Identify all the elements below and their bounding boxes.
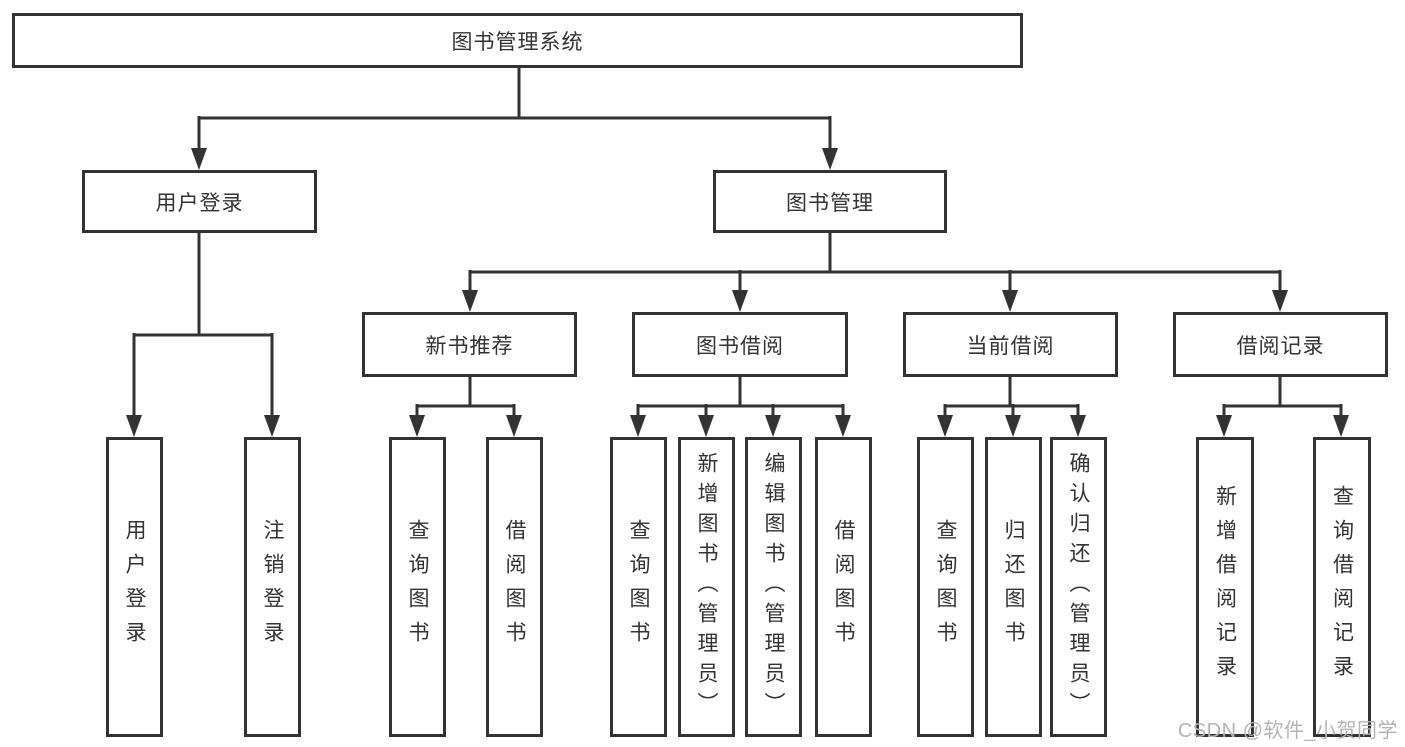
- leaf-query-books-borrowing: 查询图书: [610, 437, 667, 737]
- node-label: 借阅图书: [832, 519, 855, 655]
- node-label: 确认归还（管理员）: [1067, 452, 1090, 722]
- leaf-query-books-current: 查询图书: [917, 437, 974, 737]
- leaf-borrow-books-borrowing: 借阅图书: [815, 437, 872, 737]
- node-label: 用户登录: [155, 191, 244, 215]
- node-book-management: 图书管理: [713, 170, 947, 233]
- node-root: 图书管理系统: [12, 13, 1023, 68]
- node-user-login: 用户登录: [82, 170, 317, 233]
- node-label: 借阅图书: [503, 519, 526, 655]
- leaf-logout: 注销登录: [244, 437, 301, 737]
- node-label: 借阅记录: [1236, 334, 1325, 358]
- node-label: 用户登录: [123, 519, 146, 655]
- watermark: CSDN @软件_小贺同学: [1177, 720, 1398, 742]
- node-label: 图书管理系统: [451, 30, 584, 54]
- node-label: 图书管理: [786, 191, 874, 215]
- node-label: 新书推荐: [425, 334, 514, 358]
- node-label: 新增借阅记录: [1213, 485, 1237, 689]
- node-label: 新增图书（管理员）: [695, 452, 718, 722]
- leaf-user-login: 用户登录: [106, 437, 163, 737]
- leaf-borrow-books-recommend: 借阅图书: [486, 437, 543, 737]
- leaf-confirm-return-admin: 确认归还（管理员）: [1050, 437, 1107, 737]
- node-label: 编辑图书（管理员）: [762, 452, 785, 722]
- leaf-add-book-admin: 新增图书（管理员）: [678, 437, 735, 737]
- node-label: 查询借阅记录: [1330, 485, 1354, 689]
- leaf-return-book: 归还图书: [985, 437, 1042, 737]
- node-current-borrowing: 当前借阅: [903, 312, 1118, 377]
- node-label: 查询图书: [627, 519, 650, 655]
- node-label: 注销登录: [261, 519, 284, 655]
- node-label: 图书借阅: [696, 334, 784, 358]
- leaf-query-borrow-record: 查询借阅记录: [1313, 437, 1371, 737]
- leaf-edit-book-admin: 编辑图书（管理员）: [745, 437, 802, 737]
- node-book-borrowing: 图书借阅: [632, 312, 848, 377]
- node-label: 查询图书: [934, 519, 957, 655]
- leaf-add-borrow-record: 新增借阅记录: [1196, 437, 1254, 737]
- node-label: 查询图书: [406, 519, 429, 655]
- node-borrowing-records: 借阅记录: [1173, 312, 1388, 377]
- node-label: 归还图书: [1002, 519, 1025, 655]
- leaf-query-books-recommend: 查询图书: [389, 437, 446, 737]
- node-label: 当前借阅: [966, 334, 1055, 358]
- node-new-book-recommendation: 新书推荐: [362, 312, 577, 377]
